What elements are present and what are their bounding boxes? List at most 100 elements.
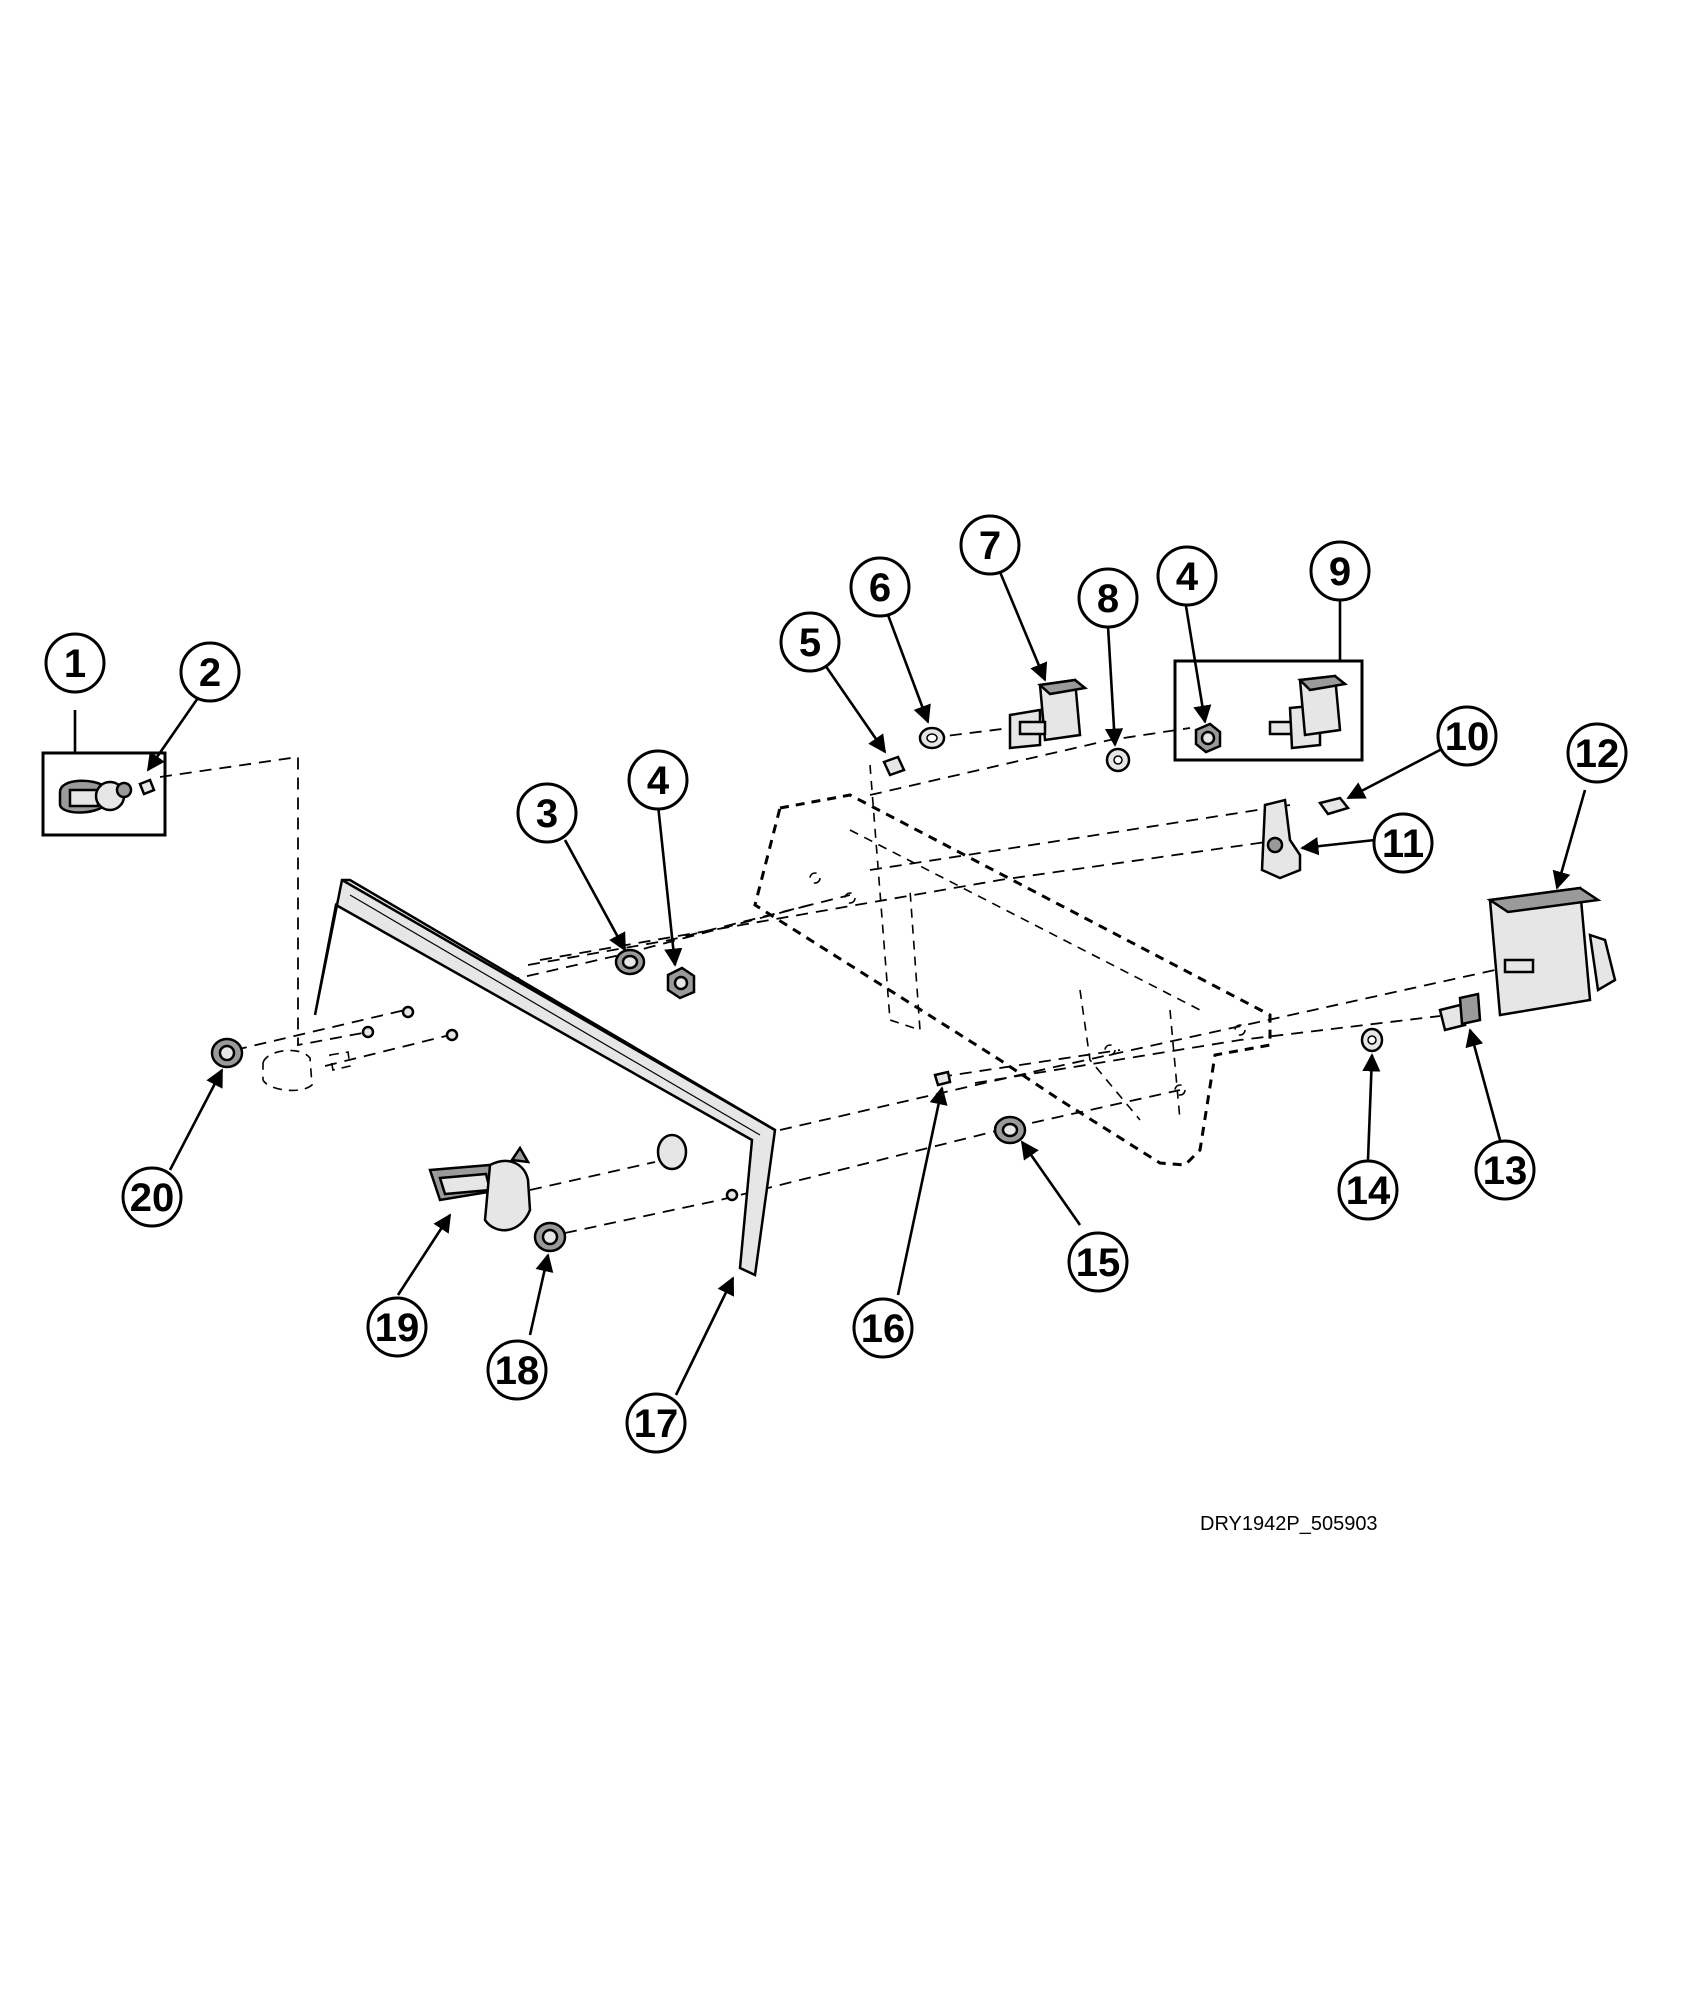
assembly-line-3 <box>487 904 811 986</box>
leader-14 <box>1362 1053 1381 1161</box>
assembly-line-4 <box>527 894 851 966</box>
callout-13: 13 <box>1474 1139 1536 1201</box>
callout-label: 15 <box>1076 1241 1121 1285</box>
leader-4-right <box>1183 599 1212 724</box>
callout-label: 17 <box>634 1402 679 1446</box>
leader-10 <box>1346 748 1441 800</box>
callout-14: 14 <box>1337 1159 1399 1221</box>
drawing-id: DRY1942P_505903 <box>1200 1513 1378 1535</box>
set-screw-part-2 <box>138 778 156 796</box>
lock-washer-part-8 <box>1105 747 1131 773</box>
assembly-line-20b <box>324 1034 451 1067</box>
nut-part-4-left <box>666 966 696 1000</box>
callout-16: 16 <box>852 1297 914 1359</box>
knob-assembly-part-1 <box>41 751 167 837</box>
callout-label: 19 <box>375 1306 420 1350</box>
callout-18: 18 <box>486 1339 548 1401</box>
callout-12: 12 <box>1566 722 1628 784</box>
leader-19 <box>396 1213 452 1296</box>
bushing-part-18 <box>533 1221 567 1253</box>
callout-2: 2 <box>179 641 241 703</box>
screw-part-13 <box>1438 992 1482 1032</box>
callout-19: 19 <box>366 1296 428 1358</box>
washer-part-14 <box>1360 1027 1384 1053</box>
callout-label: 7 <box>979 524 1001 568</box>
callout-label: 16 <box>861 1307 906 1351</box>
assembly-line-1 <box>159 755 369 1047</box>
assembly-line-19 <box>529 1161 656 1191</box>
callout-3: 3 <box>516 782 578 844</box>
leader-12 <box>1552 789 1587 890</box>
callout-label: 20 <box>130 1176 175 1220</box>
switch-bracket-part-11 <box>1260 798 1302 880</box>
assembly-line-15-18 <box>564 1089 1181 1234</box>
callout-label: 13 <box>1483 1149 1528 1193</box>
assembly-line-11 <box>539 839 1281 961</box>
callout-label: 4 <box>1176 555 1199 599</box>
leader-5 <box>823 664 887 754</box>
clip-part-5 <box>882 755 906 777</box>
callout-4-left: 4 <box>627 749 689 811</box>
assembly-line-16 <box>939 1049 1121 1078</box>
callout-label: 8 <box>1097 577 1119 621</box>
callout-label: 6 <box>869 566 891 610</box>
callout-label: 14 <box>1346 1169 1391 1213</box>
assembly-line-10 <box>869 804 1291 871</box>
leader-15 <box>1020 1140 1082 1226</box>
callout-9: 9 <box>1309 540 1371 602</box>
callout-label: 9 <box>1329 550 1351 594</box>
grommet-part-15 <box>993 1115 1027 1145</box>
callout-20: 20 <box>121 1166 183 1228</box>
leader-2 <box>146 694 202 772</box>
callout-15: 15 <box>1067 1231 1129 1293</box>
callout-5: 5 <box>779 611 841 673</box>
leader-7 <box>998 571 1048 682</box>
grommet-part-3 <box>614 948 646 976</box>
assembly-lines <box>159 727 1496 1234</box>
leader-13 <box>1465 1028 1502 1141</box>
screw-part-10 <box>1317 796 1351 816</box>
knob-part-19 <box>428 1145 532 1232</box>
callout-6: 6 <box>849 556 911 618</box>
assembly-line-12 <box>779 969 1496 1131</box>
callout-label: 10 <box>1445 715 1490 759</box>
timer-part-12 <box>1486 886 1617 1017</box>
callout-label: 4 <box>647 759 670 803</box>
leader-20 <box>168 1068 224 1171</box>
leader-3 <box>563 839 627 952</box>
leader-11 <box>1300 837 1376 856</box>
leader-lines <box>73 571 1587 1396</box>
callout-1: 1 <box>44 632 106 694</box>
knob-ghost <box>262 1049 351 1092</box>
washer-part-6 <box>918 726 946 750</box>
callout-11: 11 <box>1372 812 1434 874</box>
callout-8: 8 <box>1077 567 1139 629</box>
grommet-part-20 <box>210 1037 244 1069</box>
switch-part-7 <box>1008 678 1088 750</box>
callout-label: 5 <box>799 621 821 665</box>
callout-label: 1 <box>64 642 86 686</box>
callout-label: 11 <box>1382 822 1424 866</box>
switch-assembly-part-9 <box>1173 659 1364 762</box>
callout-label: 3 <box>536 792 558 836</box>
callouts: 1 2 3 4 5 6 7 8 <box>44 514 1628 1454</box>
leader-8 <box>1104 625 1124 747</box>
callout-17: 17 <box>625 1392 687 1454</box>
assembly-line-20 <box>234 1009 406 1051</box>
control-panel-part-17 <box>313 878 777 1277</box>
callout-4-right: 4 <box>1156 545 1218 607</box>
leader-17 <box>674 1276 735 1396</box>
callout-7: 7 <box>959 514 1021 576</box>
leader-18 <box>528 1253 554 1336</box>
leader-16 <box>896 1086 948 1296</box>
leader-6 <box>886 614 931 724</box>
callout-label: 18 <box>495 1349 540 1393</box>
screw-part-16 <box>933 1070 952 1087</box>
control-bracket-ghost <box>753 764 1272 1167</box>
callout-label: 2 <box>199 651 221 695</box>
assembly-line-6-7 <box>929 727 1011 739</box>
callout-label: 12 <box>1575 732 1620 776</box>
leader-4-left <box>656 804 683 967</box>
assembly-line-13 <box>974 1015 1441 1084</box>
